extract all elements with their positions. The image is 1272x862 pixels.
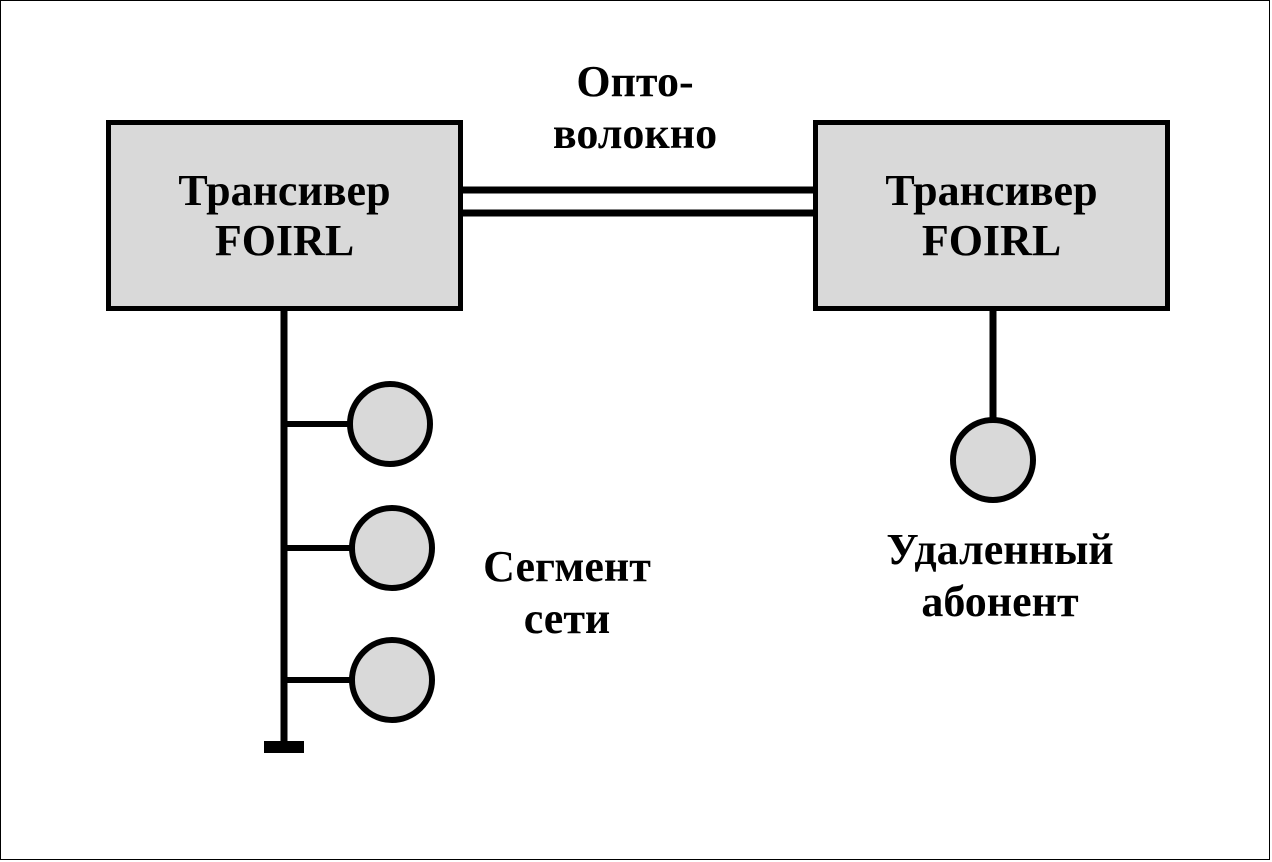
left-transceiver-model: FOIRL (214, 215, 355, 265)
segment-station-node-3 (349, 637, 435, 723)
fiber-label-line1: Опто- (576, 57, 694, 106)
segment-label-line1: Сегмент (483, 542, 651, 591)
left-transceiver-name: Трансивер (178, 165, 391, 215)
left-transceiver-box: Трансивер FOIRL (106, 120, 463, 311)
remote-label-line1: Удаленный (886, 525, 1114, 574)
segment-station-node-1 (347, 381, 433, 467)
remote-label: Удаленный абонент (880, 524, 1120, 628)
fiber-label-line2: волокно (552, 109, 718, 158)
segment-station-node-2 (349, 505, 435, 591)
segment-label: Сегмент сети (462, 541, 672, 645)
remote-subscriber-node (950, 417, 1036, 503)
right-transceiver-box: Трансивер FOIRL (813, 120, 1170, 311)
right-transceiver-name: Трансивер (885, 165, 1098, 215)
remote-label-line2: абонент (921, 577, 1079, 626)
segment-label-line2: сети (523, 594, 611, 643)
right-transceiver-model: FOIRL (921, 215, 1062, 265)
fiber-label: Опто- волокно (530, 56, 740, 160)
